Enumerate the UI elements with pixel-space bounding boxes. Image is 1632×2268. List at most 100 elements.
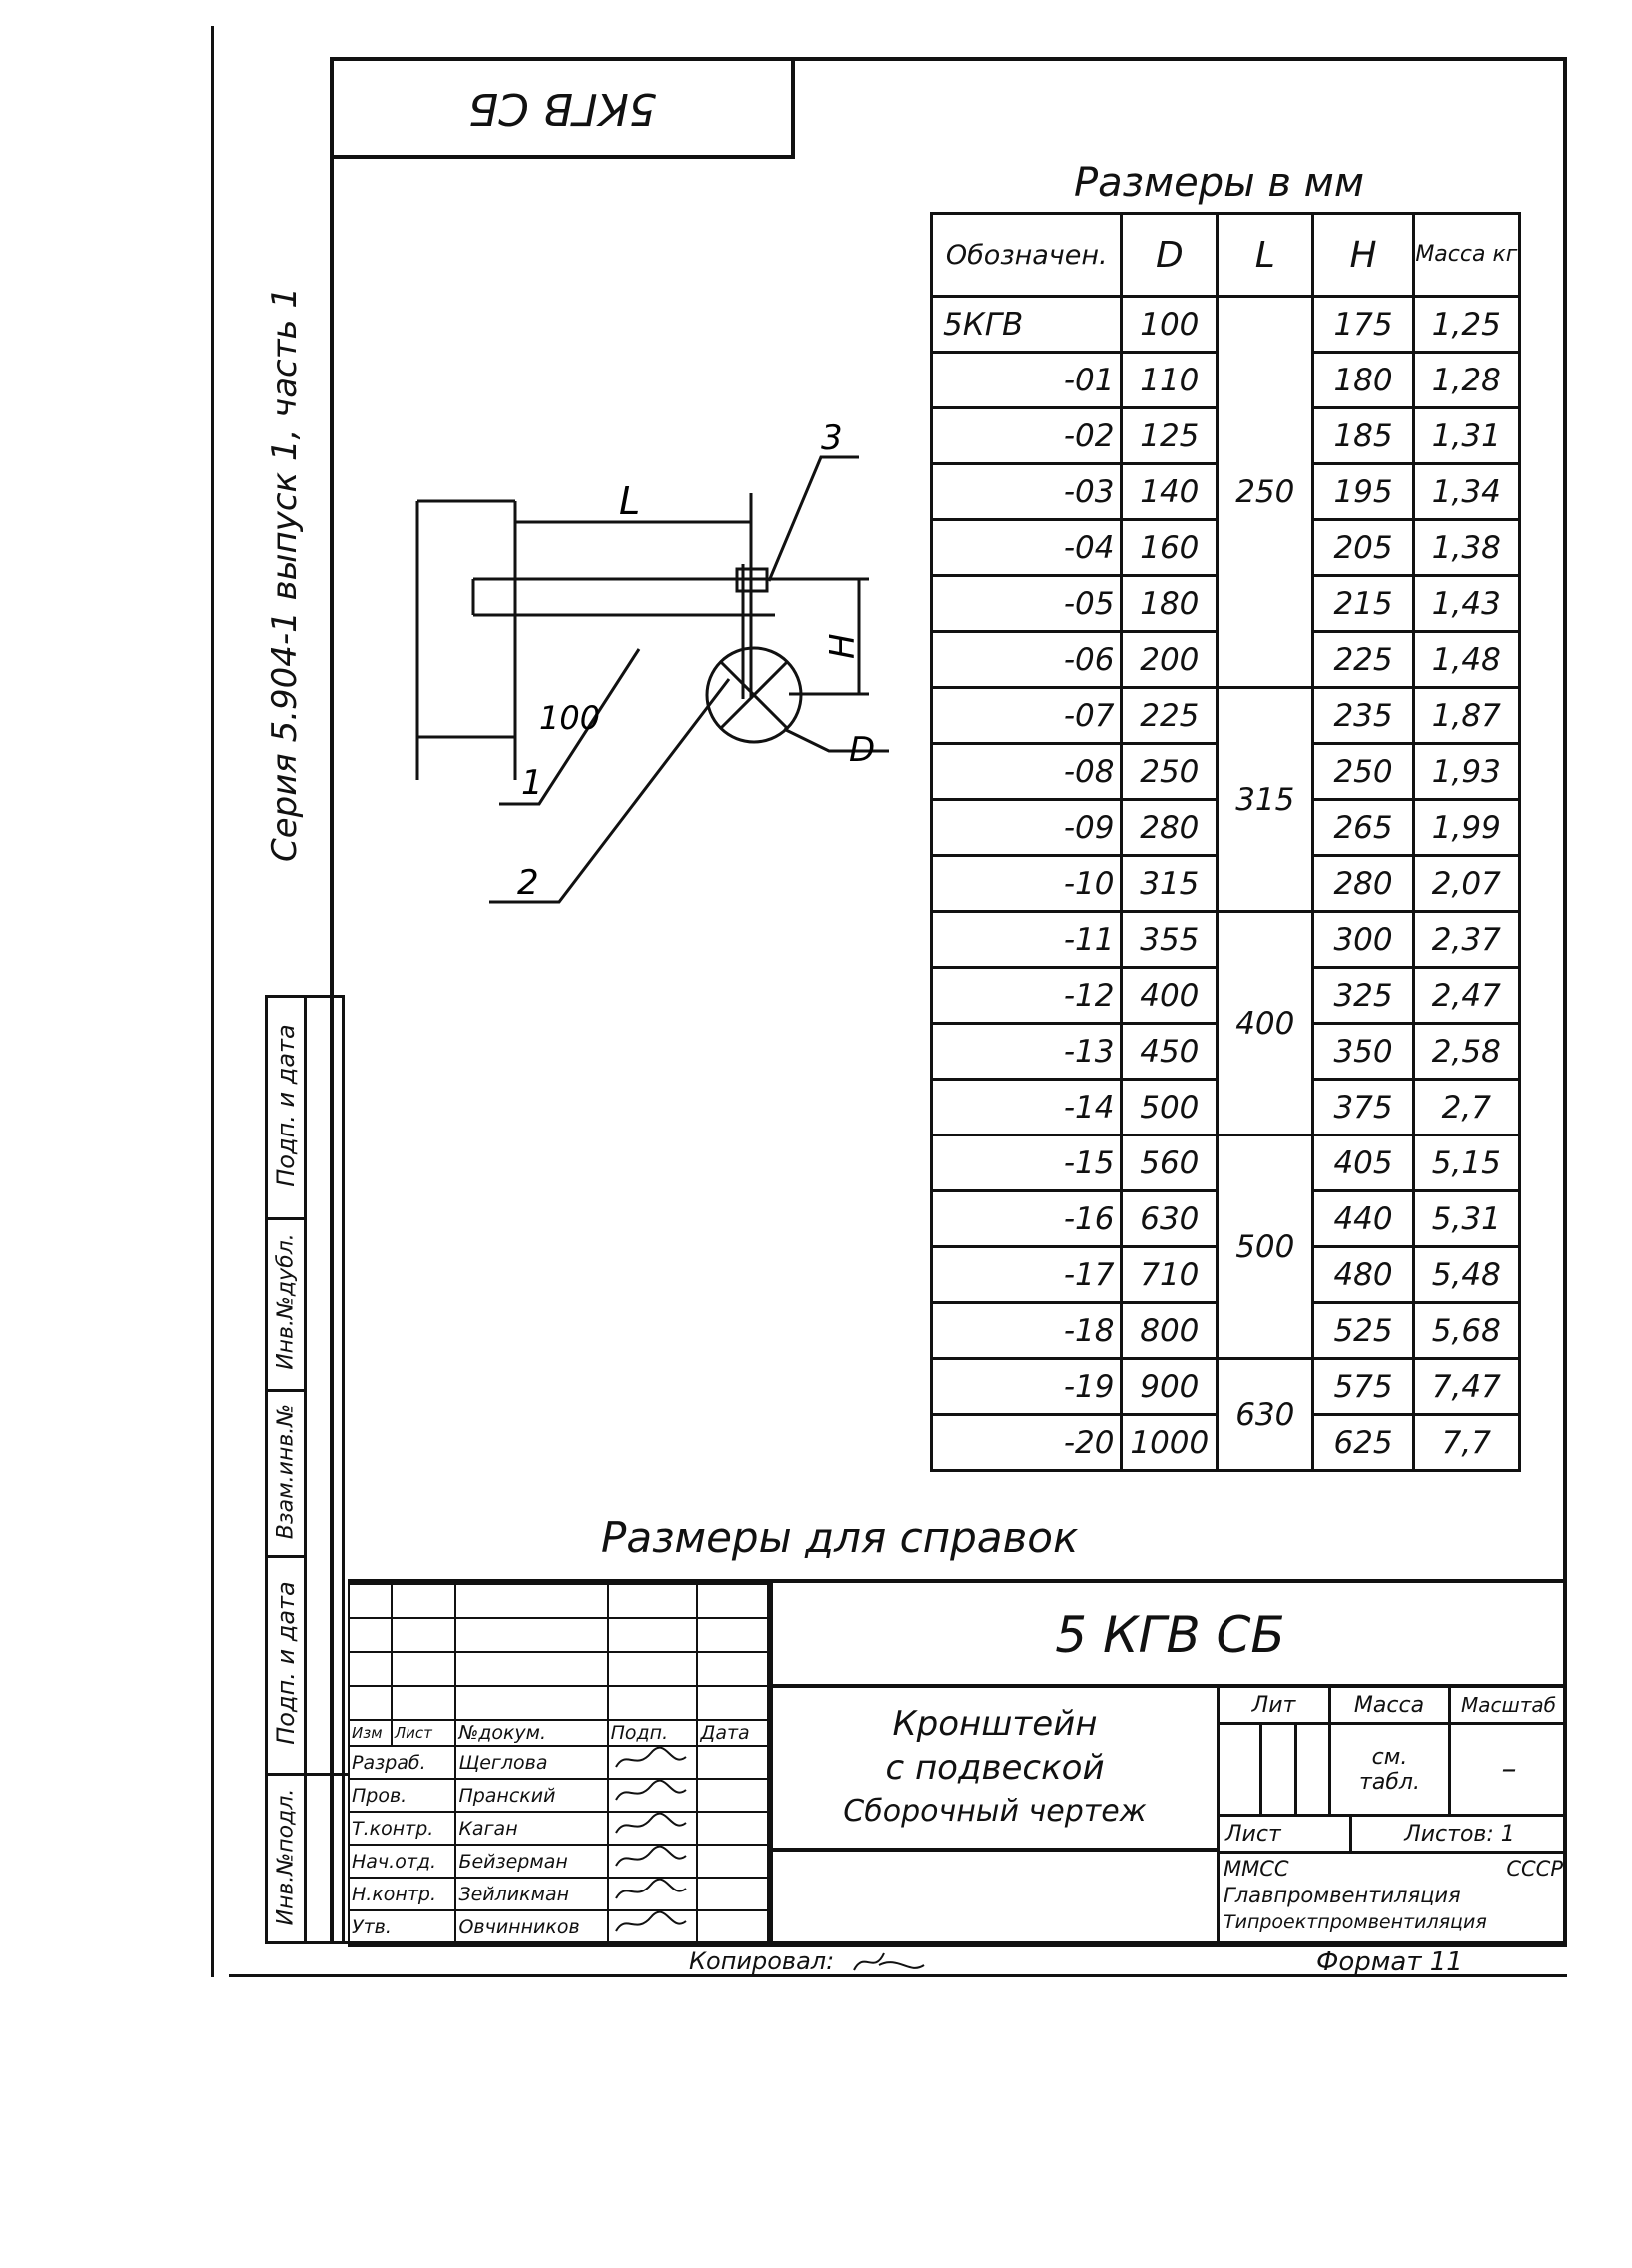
cell-designation: -17	[929, 1245, 1124, 1304]
cell-L: 400	[1216, 910, 1315, 1136]
cell-designation: -15	[929, 1134, 1124, 1192]
header-designation: Обозначен.	[929, 212, 1124, 298]
cell-D: 500	[1120, 1078, 1220, 1136]
cell-designation: -16	[929, 1189, 1124, 1248]
cell-D: 180	[1120, 574, 1220, 633]
cell-H: 350	[1311, 1022, 1415, 1081]
cell-mass: 2,58	[1411, 1022, 1522, 1081]
cell-designation: -18	[929, 1301, 1124, 1360]
col-list: Лист	[390, 1719, 457, 1747]
reference-note: Размеры для справок	[601, 1513, 1079, 1562]
beam	[471, 577, 775, 617]
cell-mass: 1,25	[1411, 295, 1522, 354]
cell-D: 355	[1120, 910, 1220, 969]
cell-mass: 2,47	[1411, 966, 1522, 1025]
signature	[606, 1877, 699, 1911]
approval-name: Бейзерман	[454, 1844, 609, 1879]
cell-D: 100	[1120, 295, 1220, 354]
dimension-H	[775, 577, 869, 696]
cell-D: 140	[1120, 462, 1220, 521]
cell-H: 175	[1311, 295, 1415, 354]
cell-designation: -10	[929, 854, 1124, 913]
cell-designation: -09	[929, 798, 1124, 857]
approval-name: Овчинников	[454, 1909, 609, 1944]
cell-mass: 2,07	[1411, 854, 1522, 913]
cell-D: 125	[1120, 406, 1220, 465]
copier-signature	[853, 1952, 925, 1971]
cell-mass: 1,99	[1411, 798, 1522, 857]
side-strip-label: Инв.№подл.	[273, 1788, 299, 1926]
name-line-3: Сборочный чертеж	[843, 1794, 1147, 1829]
label-pos2: 2	[517, 863, 539, 903]
cell-mass: 2,37	[1411, 910, 1522, 969]
approval-date	[696, 1745, 769, 1780]
approval-name: Зейликман	[454, 1877, 609, 1911]
label-pos3: 3	[821, 418, 843, 458]
cell-D: 250	[1120, 742, 1220, 801]
cell-mass: 7,7	[1411, 1413, 1522, 1472]
leader-D	[783, 727, 889, 753]
cell-designation: -19	[929, 1357, 1124, 1416]
cell-D: 900	[1120, 1357, 1220, 1416]
revision-grid: Изм Лист №докум. Подп. Дата Разраб.Щегло…	[347, 1583, 769, 1944]
col-izm: Изм	[348, 1719, 393, 1747]
cell-H: 235	[1311, 686, 1415, 745]
cell-mass: 1,43	[1411, 574, 1522, 633]
approval-name: Щеглова	[454, 1745, 609, 1780]
outer-frame-left	[211, 26, 214, 1977]
cell-D: 160	[1120, 518, 1220, 577]
lit-label: Лит	[1251, 1692, 1296, 1718]
mass-value: см. табл.	[1359, 1744, 1420, 1795]
cell-H: 300	[1311, 910, 1415, 969]
inner-frame	[330, 57, 1567, 1944]
cell-mass: 1,48	[1411, 630, 1522, 689]
document-code: 5 КГВ СБ	[1055, 1605, 1285, 1664]
cell-D: 315	[1120, 854, 1220, 913]
label-100: 100	[539, 699, 600, 737]
side-strip-label: Инв.№дубл.	[273, 1233, 299, 1370]
cell-D: 630	[1120, 1189, 1220, 1248]
sheets-label: Листов: 1	[1404, 1821, 1515, 1847]
cell-H: 250	[1311, 742, 1415, 801]
cell-H: 265	[1311, 798, 1415, 857]
col-doc: №докум.	[454, 1719, 609, 1747]
header-L: L	[1216, 212, 1315, 298]
approval-name: Каган	[454, 1811, 609, 1846]
cell-H: 195	[1311, 462, 1415, 521]
cell-H: 405	[1311, 1134, 1415, 1192]
cell-H: 280	[1311, 854, 1415, 913]
cell-mass: 5,15	[1411, 1134, 1522, 1192]
cell-designation: -08	[929, 742, 1124, 801]
org-block: ММСС СССР Главпромвентиляция Типроектпро…	[1224, 1856, 1563, 1936]
cell-L: 250	[1216, 295, 1315, 689]
label-D: D	[849, 730, 875, 770]
format-label: Формат 11	[1316, 1947, 1463, 1977]
approval-role: Пров.	[347, 1778, 457, 1813]
cell-H: 525	[1311, 1301, 1415, 1360]
sheet-label: Лист	[1225, 1821, 1281, 1847]
cell-mass: 5,68	[1411, 1301, 1522, 1360]
cell-D: 1000	[1120, 1413, 1220, 1472]
cell-H: 185	[1311, 406, 1415, 465]
approval-role: Т.контр.	[347, 1811, 457, 1846]
label-L: L	[619, 479, 640, 523]
header-H: H	[1311, 212, 1415, 298]
cell-H: 225	[1311, 630, 1415, 689]
cell-designation: -01	[929, 351, 1124, 409]
side-strip-label: Взам.инв.№	[273, 1403, 299, 1540]
scale-value: –	[1501, 1752, 1517, 1787]
cell-designation: -02	[929, 406, 1124, 465]
approval-date	[696, 1778, 769, 1813]
cell-designation: -03	[929, 462, 1124, 521]
cell-L: 630	[1216, 1357, 1315, 1472]
side-strip-label: Подп. и дата	[272, 1581, 300, 1745]
